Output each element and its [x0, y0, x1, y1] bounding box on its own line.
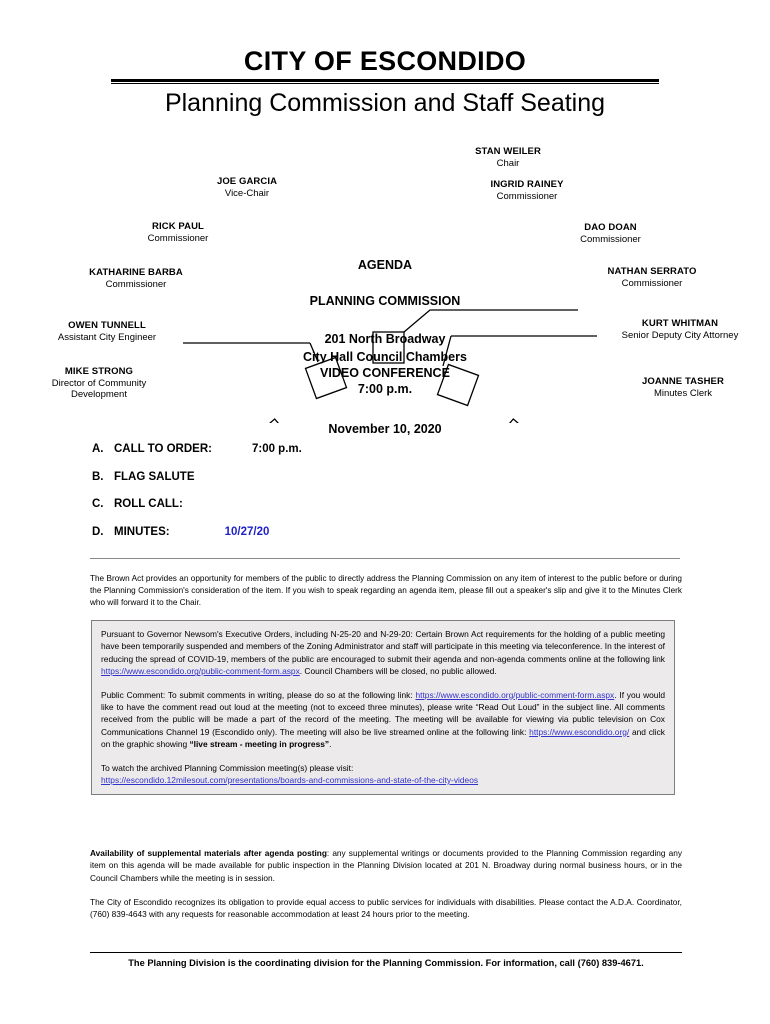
item-letter: D.	[92, 525, 104, 538]
seat-role: Minutes Clerk	[653, 387, 713, 399]
notice-p2-text-d: .	[329, 739, 332, 750]
section-divider	[90, 558, 680, 559]
brown-act-paragraph: The Brown Act provides an opportunity fo…	[90, 574, 682, 608]
seat-label-paul: RICK PAUL Commissioner	[102, 221, 254, 244]
agenda-address: 201 North Broadway	[324, 332, 446, 346]
agenda-body-name: PLANNING COMMISSION	[309, 294, 461, 308]
item-label: CALL TO ORDER:	[114, 443, 212, 455]
supplemental-materials-paragraph: Availability of supplemental materials a…	[90, 847, 682, 884]
supplemental-materials-text: : any supplemental writings or documents…	[90, 848, 682, 883]
agenda-center-block: AGENDA PLANNING COMMISSION 201 North Bro…	[245, 258, 525, 436]
seat-name: JOE GARCIA	[216, 176, 278, 187]
seat-name: STAN WEILER	[475, 146, 541, 157]
footer-text: The Planning Division is the coordinatin…	[128, 958, 644, 968]
agenda-item-list: A. CALL TO ORDER: 7:00 p.m. B. FLAG SALU…	[92, 443, 512, 553]
seat-label-rainey: INGRID RAINEY Commissioner	[457, 179, 597, 202]
minutes-link[interactable]: 10/27/20	[224, 525, 270, 538]
notice-p1-text-a: Pursuant to Governor Newsom's Executive …	[101, 629, 665, 664]
seating-chart: STAN WEILER Chair JOE GARCIA Vice-Chair …	[0, 138, 770, 423]
notice-p2-text-c: and click on the graphic showing	[101, 726, 665, 750]
agenda-date: November 10, 2020	[328, 422, 442, 436]
notice-p2-text-b: . If you would like to have the comment …	[101, 689, 665, 737]
seat-role: Vice-Chair	[224, 187, 270, 199]
seat-role: Senior Deputy City Attorney	[621, 329, 739, 341]
seat-square-rainey	[436, 363, 480, 407]
agenda-mode: VIDEO CONFERENCE	[320, 366, 450, 380]
seat-connector-rainey	[442, 335, 452, 367]
seat-role: Commissioner	[496, 190, 558, 202]
seat-role: Commissioner	[147, 232, 209, 244]
live-stream-phrase: “live stream - meeting in progress”	[189, 739, 330, 750]
seat-label-doan: DAO DOAN Commissioner	[533, 222, 688, 245]
ada-paragraph: The City of Escondido recognizes its obl…	[90, 896, 682, 920]
seat-role: Commissioner	[105, 278, 167, 290]
seat-line-chair	[403, 309, 578, 333]
seat-role: Director of Community	[51, 377, 147, 389]
seat-square-vice-chair	[304, 356, 348, 400]
item-letter: B.	[92, 470, 104, 483]
seat-label-strong: MIKE STRONG Director of Community Develo…	[24, 366, 174, 401]
item-label: ROLL CALL:	[114, 498, 183, 510]
item-label: FLAG SALUTE	[114, 470, 195, 483]
notice-p1-text-b: . Council Chambers will be closed, no pu…	[299, 666, 497, 677]
seat-name: DAO DOAN	[584, 222, 637, 233]
footer-divider	[90, 952, 682, 953]
seat-name: MIKE STRONG	[64, 366, 134, 377]
seating-chart-graphic	[183, 309, 597, 423]
agenda-item-a: A. CALL TO ORDER: 7:00 p.m.	[92, 443, 512, 455]
seat-role: Commissioner	[580, 233, 641, 245]
agenda-item-b: B. FLAG SALUTE	[92, 471, 512, 483]
item-label: MINUTES:	[114, 525, 170, 538]
seat-name: RICK PAUL	[152, 221, 204, 232]
seat-square-chair	[372, 331, 405, 364]
covid-notice-box: Pursuant to Governor Newsom's Executive …	[91, 620, 675, 796]
notice-p2-text-a: Public Comment: To submit comments in wr…	[101, 689, 416, 700]
seat-label-whitman: KURT WHITMAN Senior Deputy City Attorney	[603, 318, 757, 341]
notice-p3-text: To watch the archived Planning Commissio…	[101, 762, 354, 773]
seat-name: NATHAN SERRATO	[607, 266, 697, 277]
seat-name: KATHARINE BARBA	[89, 267, 183, 278]
item-value: 7:00 p.m.	[251, 443, 302, 455]
seat-label-tasher: JOANNE TASHER Minutes Clerk	[610, 376, 756, 399]
seat-role: Commissioner	[621, 277, 683, 289]
seat-name: JOANNE TASHER	[642, 376, 724, 387]
public-comment-form-link[interactable]: https://www.escondido.org/public-comment…	[101, 666, 300, 677]
public-comment-form-link-2[interactable]: https://www.escondido.org/public-comment…	[415, 689, 615, 700]
item-letter: C.	[92, 498, 104, 510]
item-letter: A.	[92, 443, 104, 455]
seat-label-chair: STAN WEILER Chair	[438, 146, 578, 169]
seat-label-tunnell: OWEN TUNNELL Assistant City Engineer	[31, 320, 183, 343]
seat-role: Assistant City Engineer	[57, 331, 157, 343]
seat-label-vice-chair: JOE GARCIA Vice-Chair	[183, 176, 311, 199]
page-title: CITY OF ESCONDIDO	[243, 46, 527, 76]
agenda-item-c: C. ROLL CALL:	[92, 498, 512, 510]
seat-name: KURT WHITMAN	[641, 318, 719, 329]
seat-name: INGRID RAINEY	[490, 179, 564, 190]
lower-notes: Availability of supplemental materials a…	[90, 847, 682, 932]
agenda-heading: AGENDA	[357, 258, 413, 272]
seat-label-barba: KATHARINE BARBA Commissioner	[60, 267, 212, 290]
header-divider	[111, 79, 659, 84]
seat-role: Chair	[496, 157, 520, 169]
notice-paragraph-1: Pursuant to Governor Newsom's Executive …	[101, 628, 665, 678]
document-header: CITY OF ESCONDIDO Planning Commission an…	[0, 46, 770, 119]
notice-paragraph-3: To watch the archived Planning Commissio…	[101, 762, 665, 787]
seat-role-2: Development	[71, 389, 127, 400]
seat-connector-vice-chair	[309, 342, 319, 363]
page-subtitle: Planning Commission and Staff Seating	[164, 89, 606, 117]
agenda-time: 7:00 p.m.	[357, 382, 413, 396]
archived-videos-link[interactable]: https://escondido.12milesout.com/present…	[101, 775, 479, 786]
agenda-venue: City Hall Council Chambers	[303, 350, 467, 364]
supplemental-materials-heading: Availability of supplemental materials a…	[90, 848, 327, 858]
agenda-item-d: D. MINUTES: 10/27/20	[92, 526, 512, 538]
seat-label-serrato: NATHAN SERRATO Commissioner	[574, 266, 730, 289]
notice-paragraph-2: Public Comment: To submit comments in wr…	[101, 689, 665, 751]
seat-name: OWEN TUNNELL	[68, 320, 146, 331]
escondido-home-link[interactable]: https://www.escondido.org/	[529, 726, 630, 737]
